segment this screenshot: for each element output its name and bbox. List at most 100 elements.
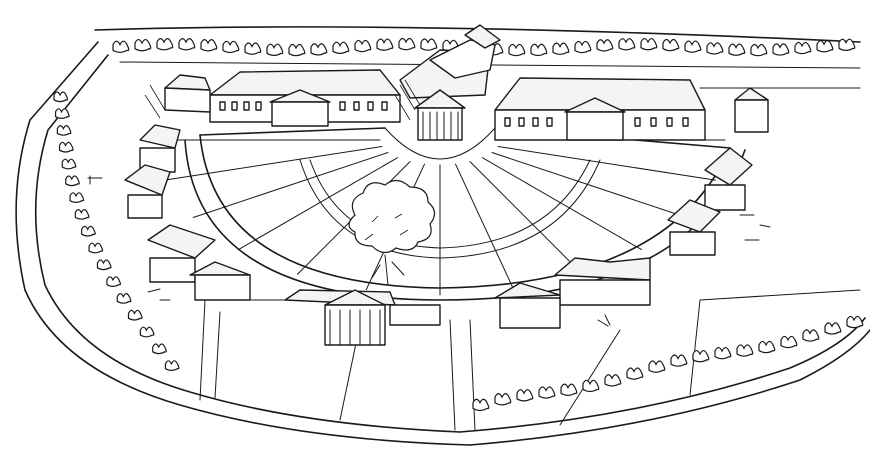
tree-clump <box>626 367 644 380</box>
left-wing-building <box>209 69 401 127</box>
tree-clump <box>222 40 240 54</box>
tree-clump <box>772 43 790 56</box>
tree-clump <box>684 40 702 53</box>
corner-pavilion-top-left <box>144 74 211 119</box>
window <box>546 117 553 127</box>
window <box>634 117 641 127</box>
tree-clump <box>648 360 666 373</box>
tree-clump <box>516 389 534 402</box>
garden-path <box>237 157 399 251</box>
window <box>381 101 388 111</box>
tree-clump <box>156 38 174 51</box>
tree-clump <box>824 322 842 335</box>
window <box>353 101 360 111</box>
tree-rows <box>53 37 864 412</box>
window <box>231 101 238 111</box>
window <box>339 101 346 111</box>
tree-clump <box>750 43 768 57</box>
tree-clump <box>530 43 548 57</box>
tree-clump <box>376 38 394 51</box>
garden-path <box>481 157 643 251</box>
tree-clump <box>112 40 130 53</box>
window <box>666 117 673 127</box>
tree-clump <box>134 38 152 52</box>
tree-clump <box>692 350 710 363</box>
tree-clump <box>88 242 104 254</box>
tree-clump <box>127 309 143 321</box>
tree-clump <box>596 39 614 52</box>
tree-clump <box>640 38 658 51</box>
tree-clump <box>244 42 262 55</box>
tree-clump <box>106 276 122 287</box>
tree-clump <box>65 175 80 187</box>
tree-clump <box>846 315 864 329</box>
garden-path <box>497 145 716 181</box>
tree-clump <box>662 38 680 52</box>
tree-clump <box>288 43 306 57</box>
tree-clump <box>354 39 372 53</box>
window <box>504 117 511 127</box>
garden-path <box>491 152 688 218</box>
garden-path <box>164 145 383 181</box>
tree-clump <box>508 43 526 57</box>
garden-path <box>455 163 515 291</box>
tree-clump <box>152 343 167 355</box>
tree-clump <box>69 192 85 203</box>
tree-clump <box>538 386 556 399</box>
window <box>243 101 250 111</box>
tree-clump <box>494 393 512 406</box>
tree-clump <box>706 42 724 55</box>
right-wing-building <box>494 77 706 141</box>
tree-clump <box>670 354 688 367</box>
tree-clump <box>736 344 754 357</box>
tree-clump <box>398 37 416 51</box>
tree-clump <box>310 43 328 56</box>
corner-pavilion-top-right <box>734 87 769 133</box>
tree-clump <box>53 91 69 103</box>
central-tree <box>348 179 436 286</box>
tree-clump <box>802 329 820 342</box>
side-pavilion-right-lower <box>494 257 651 329</box>
central-church <box>394 24 501 141</box>
field-marks <box>87 175 771 327</box>
tree-clump <box>780 335 798 349</box>
tree-clump <box>560 383 578 396</box>
tree-clump <box>618 38 636 51</box>
tree-clump <box>54 108 70 119</box>
side-pavilion-left-upper <box>124 124 181 219</box>
tree-clump <box>794 41 812 55</box>
tree-clump <box>61 158 77 170</box>
garden-path <box>192 152 389 218</box>
tree-clump <box>178 38 196 51</box>
side-pavilion-left-lower <box>147 224 251 301</box>
tree-clump <box>552 42 570 55</box>
window <box>518 117 525 127</box>
window <box>367 101 374 111</box>
tree-clump <box>332 41 350 54</box>
tree-clump <box>604 374 622 387</box>
tree-clump <box>472 398 490 412</box>
window <box>532 117 539 127</box>
tree-clump <box>116 293 132 304</box>
tree-clump <box>74 209 90 220</box>
front-gatehouse <box>284 289 441 346</box>
tree-clump <box>838 38 856 51</box>
tree-clump <box>728 43 746 56</box>
tree-clump <box>574 40 592 54</box>
garden-path <box>469 161 583 275</box>
tree-clump <box>96 259 112 271</box>
tree-clump <box>714 346 732 360</box>
window <box>682 117 689 127</box>
tree-clump <box>58 141 74 153</box>
tree-clump <box>81 225 96 237</box>
tree-clump <box>758 340 776 354</box>
window <box>255 101 262 111</box>
side-pavilion-right-upper <box>667 147 753 256</box>
window <box>219 101 226 111</box>
tree-clump <box>56 125 72 136</box>
tree-clump <box>139 326 155 338</box>
tree-clump <box>582 379 600 393</box>
window <box>650 117 657 127</box>
tree-clump <box>816 40 834 53</box>
